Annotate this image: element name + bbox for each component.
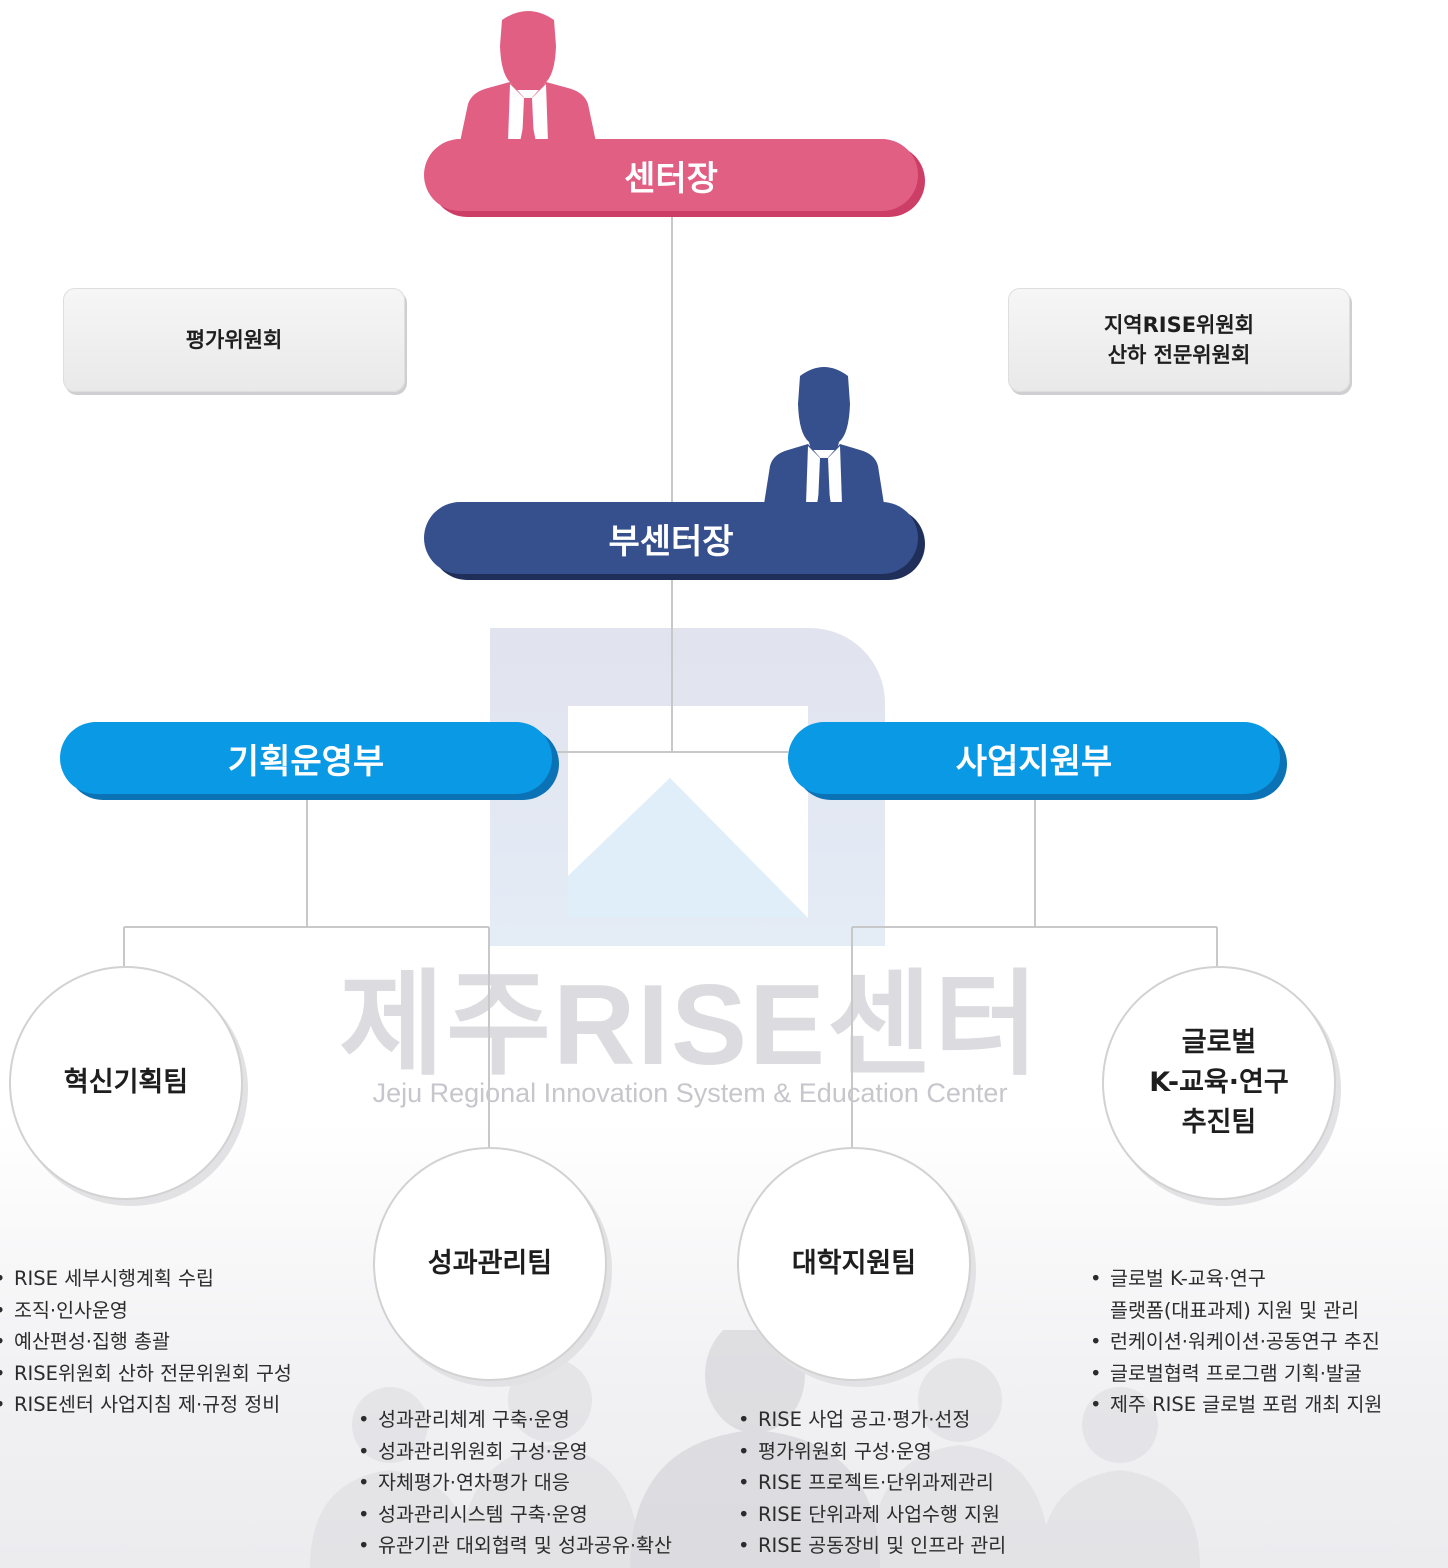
- duty-item: 성과관리시스템 구축·운영: [358, 1499, 672, 1531]
- team-name-line1: 글로벌: [1181, 1027, 1257, 1058]
- duty-item: 조직·인사운영: [0, 1295, 292, 1327]
- duty-item: 글로벌협력 프로그램 기획·발굴: [1090, 1358, 1382, 1390]
- duty-item-continuation: 플랫폼(대표과제) 지원 및 관리: [1110, 1298, 1360, 1322]
- watermark-subtitle: Jeju Regional Innovation System & Educat…: [372, 1078, 1008, 1108]
- deputy-director-pill: 부센터장: [424, 502, 918, 574]
- logo-watermark-icon: [490, 628, 885, 946]
- business-department-pill: 사업지원부: [788, 722, 1280, 794]
- duty-item: 제주 RISE 글로벌 포럼 개최 지원: [1090, 1389, 1382, 1421]
- duty-item: 평가위원회 구성·운영: [738, 1436, 1006, 1468]
- evaluation-committee-box: 평가위원회: [63, 288, 405, 392]
- duty-list-university-support: RISE 사업 공고·평가·선정 평가위원회 구성·운영 RISE 프로젝트·단…: [738, 1404, 1006, 1562]
- team-circle-innovation-planning: 혁신기획팀: [9, 966, 243, 1200]
- team-name-line3: 추진팀: [1181, 1107, 1257, 1138]
- director-pill: 센터장: [424, 139, 918, 211]
- duty-item: 글로벌 K-교육·연구: [1090, 1263, 1382, 1295]
- team-name: 혁신기획팀: [63, 1067, 189, 1098]
- duty-item: RISE 프로젝트·단위과제관리: [738, 1467, 1006, 1499]
- duty-item: RISE 세부시행계획 수립: [0, 1263, 292, 1295]
- regional-committee-label-line2: 산하 전문위원회: [1107, 343, 1251, 367]
- watermark-title: 제주RISE센터: [339, 962, 1041, 1089]
- duty-item: RISE 사업 공고·평가·선정: [738, 1404, 1006, 1436]
- regional-committee-box: 지역RISE위원회 산하 전문위원회: [1008, 288, 1350, 392]
- team-name-line2: K-교육·연구: [1149, 1067, 1289, 1098]
- duty-list-global: 글로벌 K-교육·연구 플랫폼(대표과제) 지원 및 관리 런케이션·워케이션·…: [1090, 1263, 1382, 1421]
- evaluation-committee-label: 평가위원회: [185, 328, 283, 352]
- person-icon: [764, 367, 884, 504]
- duty-item: 자체평가·연차평가 대응: [358, 1467, 672, 1499]
- person-icon: [460, 11, 596, 142]
- duty-item: 예산편성·집행 총괄: [0, 1326, 292, 1358]
- team-circle-performance: 성과관리팀: [373, 1147, 607, 1381]
- duty-item: RISE 공동장비 및 인프라 관리: [738, 1530, 1006, 1562]
- duty-item: 성과관리체계 구축·운영: [358, 1404, 672, 1436]
- regional-committee-label-line1: 지역RISE위원회: [1103, 313, 1255, 337]
- team-name: 성과관리팀: [427, 1248, 553, 1279]
- duty-item: 유관기관 대외협력 및 성과공유·확산: [358, 1530, 672, 1562]
- team-circle-global: 글로벌 K-교육·연구 추진팀: [1102, 966, 1336, 1200]
- planning-department-pill: 기획운영부: [60, 722, 552, 794]
- duty-list-performance: 성과관리체계 구축·운영 성과관리위원회 구성·운영 자체평가·연차평가 대응 …: [358, 1404, 672, 1562]
- duty-item: RISE 단위과제 사업수행 지원: [738, 1499, 1006, 1531]
- duty-list-innovation-planning: RISE 세부시행계획 수립 조직·인사운영 예산편성·집행 총괄 RISE위원…: [0, 1263, 292, 1421]
- team-name: 대학지원팀: [791, 1248, 917, 1279]
- duty-item: RISE위원회 산하 전문위원회 구성: [0, 1358, 292, 1390]
- duty-item: 런케이션·워케이션·공동연구 추진: [1090, 1326, 1382, 1358]
- duty-item: 성과관리위원회 구성·운영: [358, 1436, 672, 1468]
- team-circle-university-support: 대학지원팀: [737, 1147, 971, 1381]
- duty-item: RISE센터 사업지침 제·규정 정비: [0, 1389, 292, 1421]
